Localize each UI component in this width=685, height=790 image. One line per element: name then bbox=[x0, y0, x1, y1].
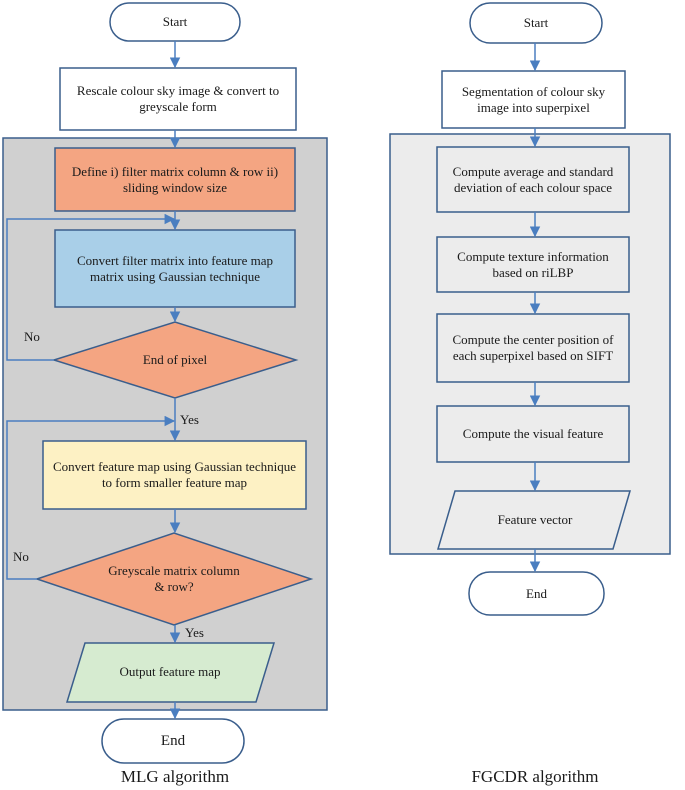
mlg-no-label-2: No bbox=[13, 549, 29, 564]
fgcdr-start-terminator bbox=[469, 2, 603, 44]
mlg-end-label: End bbox=[160, 733, 186, 749]
mlg-end-of-pixel-label: End of pixel bbox=[142, 352, 208, 367]
fgcdr-caption: FGCDR algorithm bbox=[471, 767, 599, 786]
mlg-yes-label-2: Yes bbox=[185, 625, 204, 640]
mlg-arrow-no-loop-1 bbox=[6, 213, 176, 361]
mlg-rescale-label: Rescale colour sky image & convert to gr… bbox=[76, 83, 280, 114]
fgcdr-center-box bbox=[436, 313, 630, 383]
fgcdr-visual-label: Compute the visual feature bbox=[462, 426, 604, 441]
mlg-arrow-no-loop-2 bbox=[6, 415, 176, 580]
mlg-greyscale-decision bbox=[34, 532, 314, 626]
mlg-start-label: Start bbox=[162, 14, 188, 29]
fgcdr-texture-label: Compute texture information based on riL… bbox=[457, 248, 609, 280]
fgcdr-output-label: Feature vector bbox=[497, 512, 573, 527]
fgcdr-segment-label: Segmentation of colour sky image into su… bbox=[461, 83, 606, 115]
mlg-greyscale-label: Greyscale matrix column & row? bbox=[108, 563, 240, 594]
mlg-no-label-1: No bbox=[24, 329, 40, 344]
mlg-end-of-pixel-decision bbox=[51, 321, 299, 399]
mlg-convert-feature-box bbox=[42, 440, 307, 510]
fgcdr-end-label: End bbox=[526, 585, 547, 601]
fgcdr-texture-box bbox=[436, 236, 630, 293]
fgcdr-start-label: Start bbox=[523, 15, 549, 30]
mlg-define-label: Define i) filter matrix column & row ii)… bbox=[71, 163, 279, 195]
mlg-yes-label-1: Yes bbox=[180, 412, 199, 427]
mlg-caption: MLG algorithm bbox=[120, 767, 230, 786]
fgcdr-segment-box bbox=[441, 70, 626, 129]
mlg-convert-feature-label: Convert feature map using Gaussian techn… bbox=[53, 459, 296, 490]
fgcdr-avg-label: Compute average and standard deviation o… bbox=[452, 163, 614, 195]
fgcdr-visual-box bbox=[436, 405, 630, 463]
mlg-panel bbox=[2, 137, 328, 711]
mlg-output-label: Output feature map bbox=[119, 664, 221, 679]
fgcdr-center-label: Compute the center position of each supe… bbox=[452, 332, 614, 363]
mlg-convert-filter-label: Convert filter matrix into feature map m… bbox=[76, 252, 273, 284]
fgcdr-output-parallelogram bbox=[436, 490, 632, 550]
fgcdr-avg-box bbox=[436, 146, 630, 213]
mlg-output-parallelogram bbox=[65, 642, 276, 703]
mlg-define-box bbox=[54, 147, 296, 212]
